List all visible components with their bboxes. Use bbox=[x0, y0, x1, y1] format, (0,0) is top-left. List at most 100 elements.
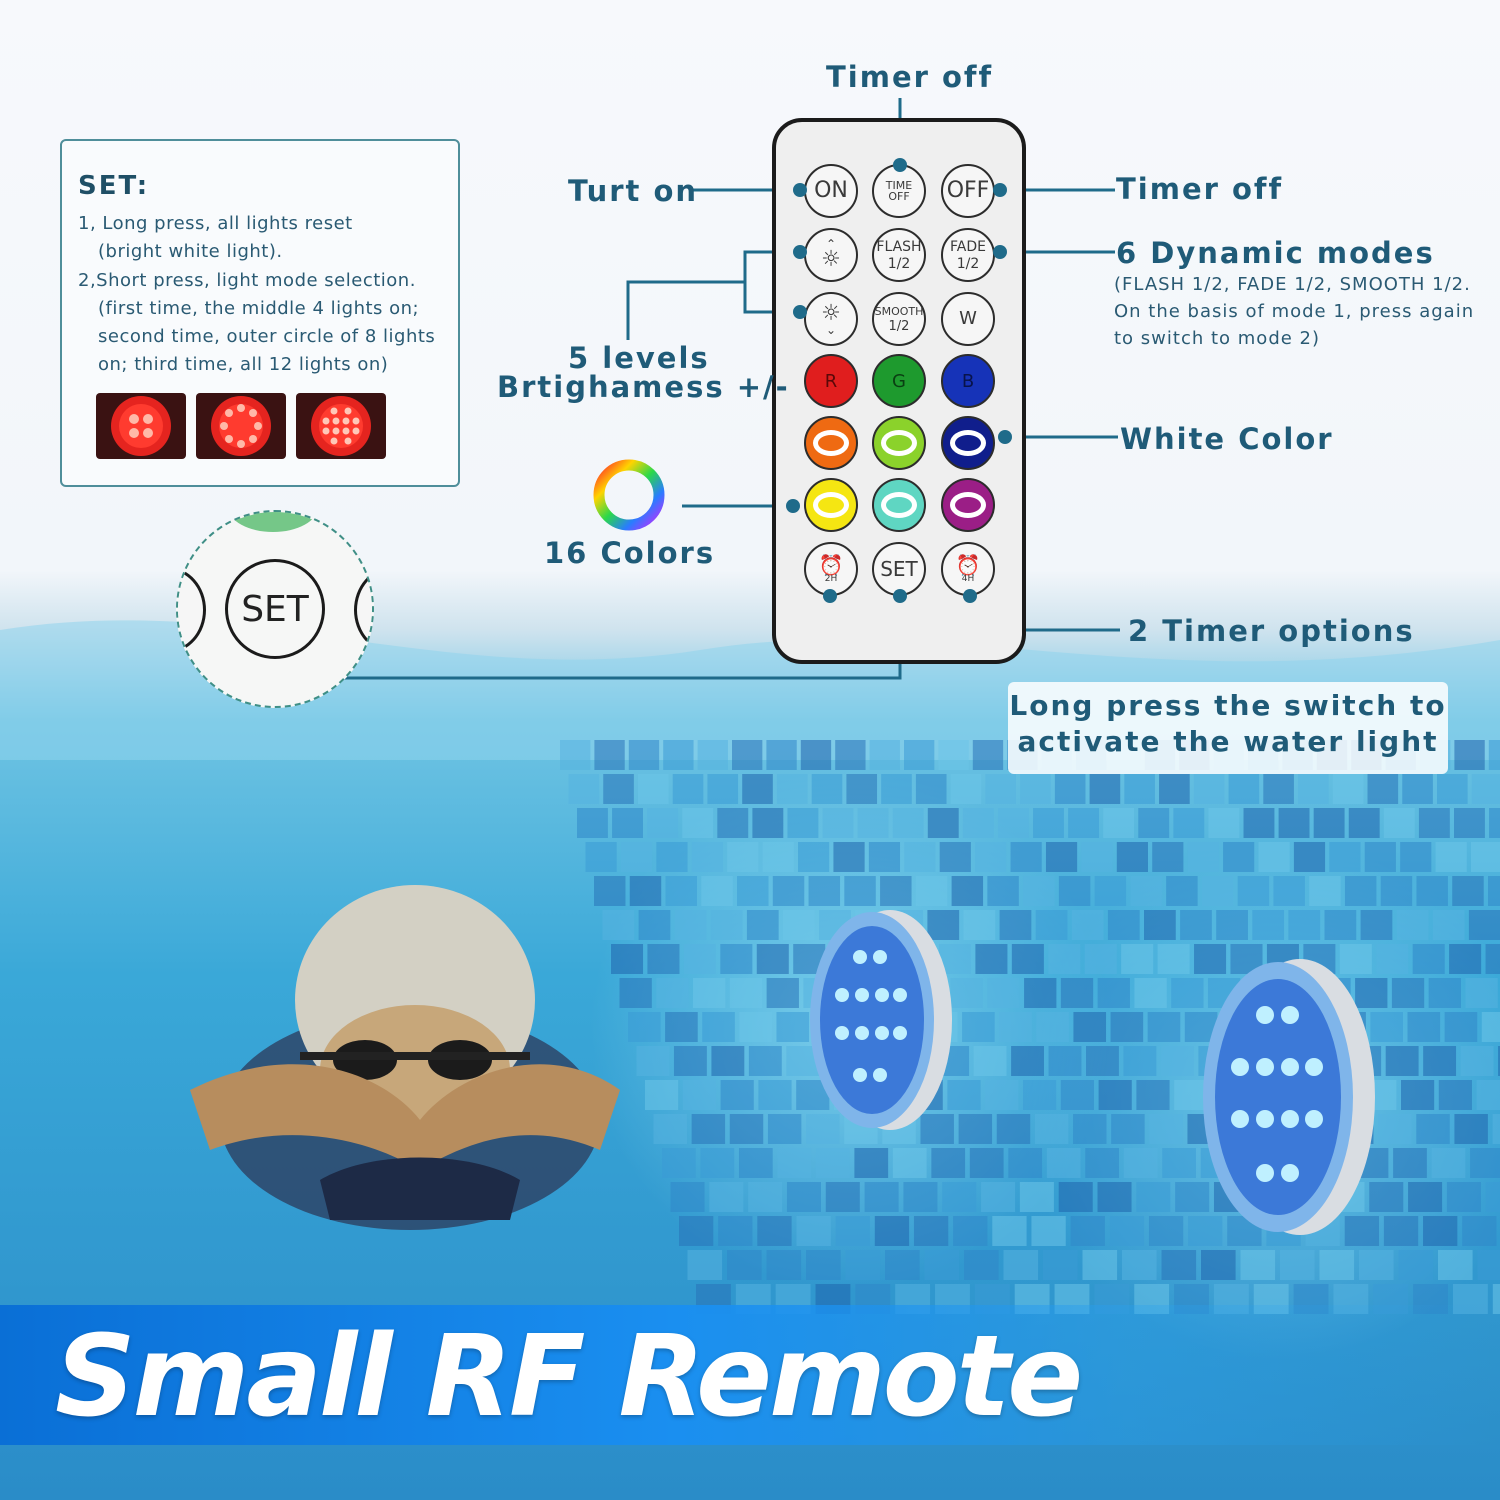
pool-tile bbox=[1138, 808, 1170, 838]
pool-tile bbox=[1460, 1046, 1494, 1076]
red-button[interactable]: R bbox=[804, 354, 858, 408]
smooth-button[interactable]: SMOOTH 1/2 bbox=[872, 292, 926, 346]
pool-tile bbox=[1124, 774, 1155, 804]
pool-tile bbox=[602, 910, 635, 940]
pool-tile bbox=[682, 808, 714, 838]
pool-tile bbox=[1068, 808, 1100, 838]
teal-button[interactable] bbox=[872, 478, 926, 532]
timer-2h-label: 2H bbox=[824, 573, 838, 584]
flash-button[interactable]: FLASH 1/2 bbox=[872, 228, 926, 282]
pool-tile bbox=[904, 740, 935, 770]
pool-tile bbox=[670, 1182, 705, 1212]
pool-tile bbox=[628, 740, 660, 770]
pool-tile bbox=[1175, 1182, 1210, 1212]
off-button[interactable]: OFF bbox=[941, 164, 995, 218]
pool-tile bbox=[1034, 1114, 1069, 1144]
red-button-label: R bbox=[824, 370, 838, 392]
pool-tile bbox=[710, 910, 743, 940]
pool-tile bbox=[1402, 774, 1433, 804]
pool-tile bbox=[962, 808, 994, 838]
purple-button[interactable] bbox=[941, 478, 995, 532]
timer-4h-label: 4H bbox=[961, 573, 975, 584]
green-button[interactable]: G bbox=[872, 354, 926, 408]
callout-dot bbox=[793, 305, 807, 319]
set-line: (bright white light). bbox=[98, 241, 283, 262]
pool-tile bbox=[1432, 910, 1465, 940]
pool-tile bbox=[647, 944, 680, 974]
callout-dot bbox=[823, 589, 837, 603]
pool-tile bbox=[1082, 1250, 1118, 1280]
timer-4h-button[interactable]: ⏰ 4H bbox=[941, 542, 995, 596]
callout-dot bbox=[893, 158, 907, 172]
pool-tile bbox=[920, 1114, 954, 1144]
pool-tile bbox=[950, 774, 982, 804]
brightness-up-button[interactable]: ⌃ ☼ bbox=[804, 228, 858, 282]
pool-tile bbox=[868, 842, 901, 872]
pool-tile bbox=[1174, 1080, 1208, 1110]
pool-tile bbox=[758, 1080, 792, 1110]
time-off-button[interactable]: TIME OFF bbox=[872, 164, 926, 218]
pool-tile bbox=[662, 1148, 696, 1178]
pool-tile bbox=[915, 876, 948, 906]
white-button[interactable]: W bbox=[941, 292, 995, 346]
pool-tile bbox=[1431, 1148, 1466, 1178]
pool-tile bbox=[701, 876, 733, 906]
brightness-down-button[interactable]: ☼ ⌄ bbox=[804, 292, 858, 346]
pool-tile bbox=[835, 1216, 870, 1246]
pool-tile bbox=[806, 1114, 840, 1144]
yellow-button[interactable] bbox=[804, 478, 858, 532]
pool-tile bbox=[691, 1114, 726, 1144]
timer-2h-button[interactable]: ⏰ 2H bbox=[804, 542, 858, 596]
alarm-clock-icon: ⏰ bbox=[955, 552, 981, 577]
pool-tile bbox=[1438, 1250, 1473, 1280]
pool-tile bbox=[700, 1148, 735, 1178]
fade-button[interactable]: FADE 1/2 bbox=[941, 228, 995, 282]
pool-tile bbox=[1313, 808, 1345, 838]
pool-tile bbox=[636, 1046, 670, 1076]
pool-tile bbox=[1385, 1046, 1419, 1076]
right-button-edge bbox=[354, 567, 372, 653]
timer-options-label: 2 Timer options bbox=[1128, 614, 1415, 648]
pool-tile bbox=[1019, 1182, 1054, 1212]
pool-tile bbox=[1298, 774, 1329, 804]
pool-tile bbox=[942, 1182, 977, 1212]
pool-tile bbox=[892, 1148, 927, 1178]
pool-tile bbox=[1423, 1046, 1457, 1076]
pool-tile bbox=[796, 1216, 831, 1246]
blue-button[interactable]: B bbox=[941, 354, 995, 408]
brightness-icon: ☼ bbox=[821, 301, 841, 326]
set-button[interactable]: SET bbox=[872, 542, 926, 596]
set-line: 2,Short press, light mode selection. bbox=[78, 270, 416, 291]
pool-tile bbox=[1157, 944, 1190, 974]
navy-button[interactable] bbox=[941, 416, 995, 470]
pool-tile bbox=[637, 774, 669, 804]
pool-tile bbox=[1339, 944, 1372, 974]
pool-tile bbox=[1428, 978, 1461, 1008]
note-line: Long press the switch to bbox=[1009, 689, 1447, 722]
pool-tile bbox=[1309, 876, 1341, 906]
orange-button[interactable] bbox=[804, 416, 858, 470]
pool-tile bbox=[697, 740, 728, 770]
pool-tile bbox=[996, 1114, 1031, 1144]
lime-button[interactable] bbox=[872, 416, 926, 470]
pool-tile bbox=[603, 774, 634, 804]
pool-tile bbox=[1252, 910, 1285, 940]
pool-tile bbox=[1136, 1182, 1171, 1212]
pool-tile bbox=[594, 876, 626, 906]
pool-tile bbox=[1476, 1080, 1500, 1110]
pool-tile bbox=[962, 1012, 995, 1042]
rf-remote: ON TIME OFF OFF ⌃ ☼ FLASH 1/2 FADE 1/2 ☼… bbox=[772, 118, 1026, 664]
time-off-button-label: TIME OFF bbox=[885, 179, 913, 203]
pool-tile bbox=[711, 1046, 745, 1076]
pool-tile bbox=[915, 774, 947, 804]
pool-tile bbox=[1121, 944, 1154, 974]
pool-tile bbox=[806, 1250, 841, 1280]
pool-tile bbox=[1471, 774, 1500, 804]
pool-tile bbox=[1400, 842, 1432, 872]
pool-tile bbox=[881, 774, 912, 804]
pool-tile bbox=[653, 1114, 687, 1144]
on-button[interactable]: ON bbox=[804, 164, 858, 218]
green-button-label: G bbox=[892, 370, 906, 392]
fade-button-label: FADE bbox=[950, 238, 986, 255]
pool-tile bbox=[560, 740, 591, 770]
